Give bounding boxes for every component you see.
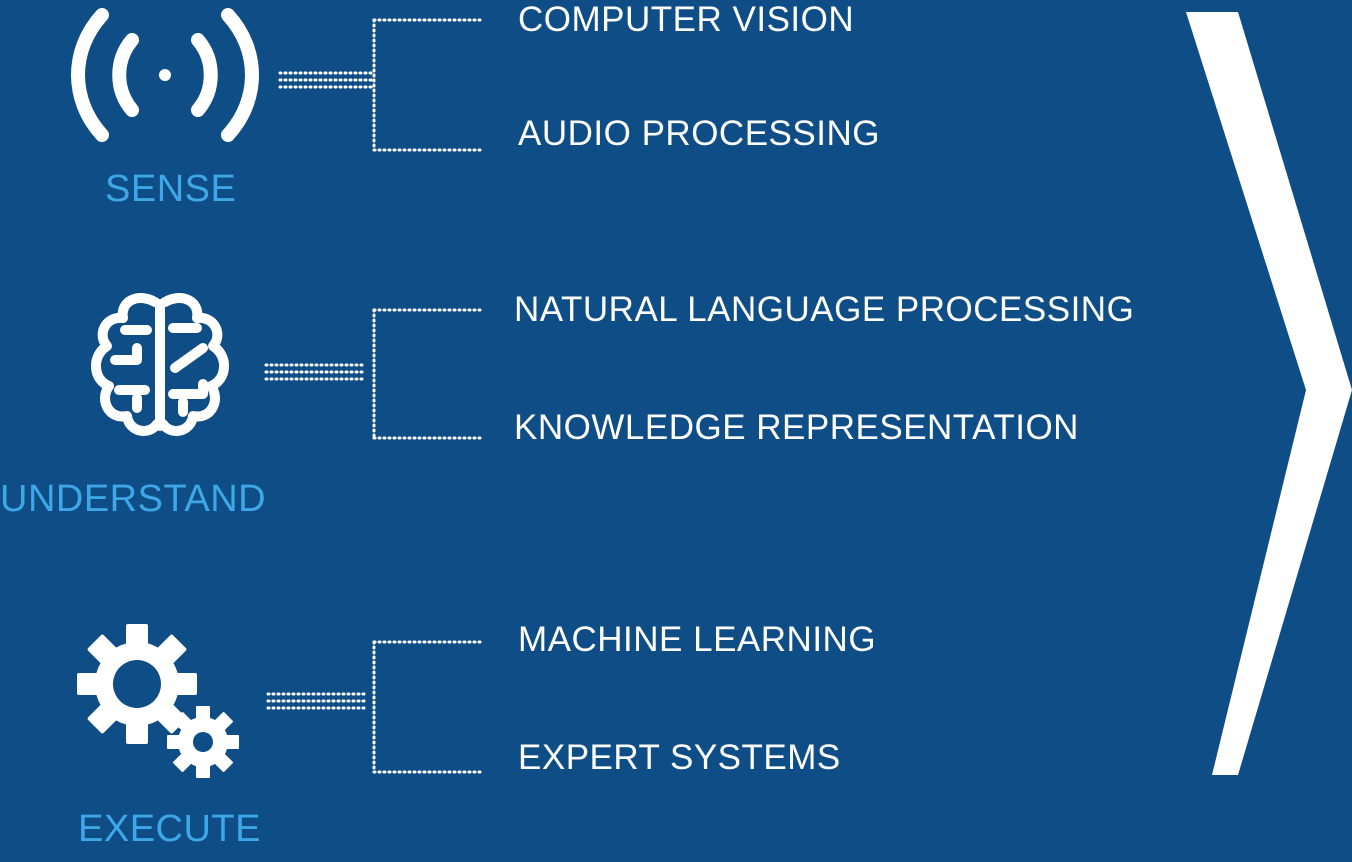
item-audio-processing: AUDIO PROCESSING — [518, 114, 880, 153]
item-machine-learning: MACHINE LEARNING — [518, 620, 877, 659]
item-knowledge-representation: KNOWLEDGE REPRESENTATION — [514, 408, 1079, 447]
wireless-signal-icon — [71, 8, 259, 142]
stage-label-execute: EXECUTE — [78, 808, 261, 850]
item-expert-systems: EXPERT SYSTEMS — [518, 738, 841, 777]
gears-icon — [77, 624, 239, 778]
item-natural-language-processing: NATURAL LANGUAGE PROCESSING — [514, 290, 1135, 329]
brain-icon — [91, 293, 229, 436]
stage-label-understand: UNDERSTAND — [0, 478, 267, 520]
item-computer-vision: COMPUTER VISION — [518, 0, 855, 39]
stage-label-sense: SENSE — [105, 168, 237, 210]
chevron-right-icon — [1186, 12, 1352, 775]
